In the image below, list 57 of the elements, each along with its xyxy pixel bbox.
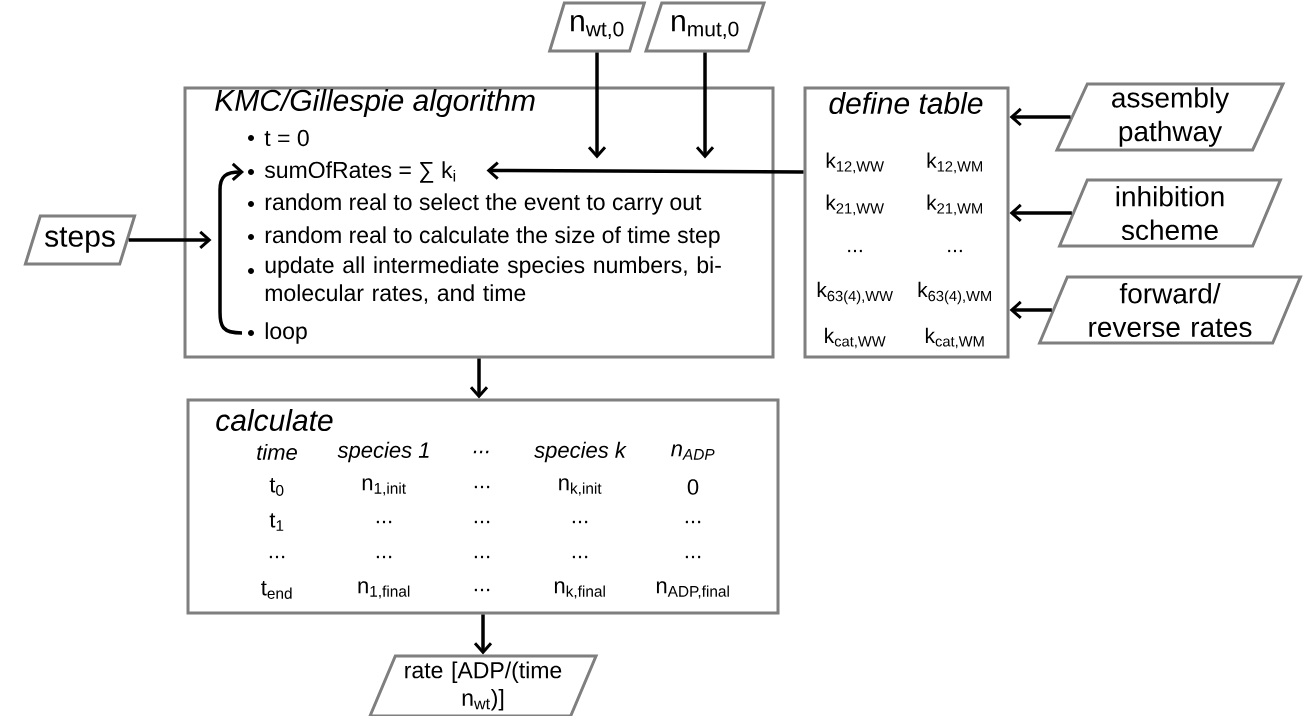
table-cell: ... — [474, 485, 490, 489]
arrow — [587, 52, 607, 159]
table-cell: k$_{21,WM}$ — [927, 194, 982, 216]
column-header: species k — [534, 441, 627, 463]
table-cell: k$_{21,WW}$ — [826, 194, 884, 216]
bullet-item: loop — [265, 322, 307, 344]
column-header: n$_{ADP}$ — [671, 444, 715, 460]
table-cell: k$_{63(4),WM}$ — [918, 281, 991, 305]
table-cell: t$_{1}$ — [269, 513, 284, 531]
table-cell: n$_{k,final}$ — [554, 581, 605, 599]
table-cell: n$_{1,init}$ — [362, 478, 406, 496]
bullet-item: random real to calculate the size of time step — [265, 226, 720, 248]
table-cell: k$_{cat,WM}$ — [925, 327, 984, 349]
arrow — [1009, 300, 1052, 320]
column-header: species 1 — [337, 441, 429, 463]
bullet-item: t = 0 — [264, 129, 309, 147]
arrow — [469, 358, 489, 399]
column-header: ... — [473, 450, 489, 454]
table-cell: ... — [685, 555, 701, 559]
table-cell: t$_{end}$ — [261, 581, 292, 599]
table-cell: ... — [948, 249, 962, 253]
arrow — [486, 161, 804, 180]
table-cell: k$_{cat,WW}$ — [825, 327, 886, 349]
box-title: define table — [829, 91, 983, 114]
column-header: time — [257, 443, 297, 461]
arrow — [473, 614, 493, 655]
table-cell: n$_{k,init}$ — [559, 478, 602, 496]
table-cell: ... — [572, 520, 588, 524]
table-cell: k$_{12,WW}$ — [826, 152, 884, 174]
table-cell: 0 — [687, 479, 699, 495]
table-cell: ... — [269, 555, 285, 559]
bullet-item: update all intermediate species numbers, bi-molecular rates, and time — [265, 256, 721, 304]
table-cell: ... — [376, 555, 392, 559]
table-cell: k$_{12,WM}$ — [927, 152, 982, 174]
calculation-box — [186, 398, 780, 615]
table-box — [803, 86, 1010, 359]
table-cell: k$_{63(4),WW}$ — [817, 281, 893, 305]
table-cell: ... — [848, 249, 862, 253]
bullet-item: sumOfRates = ∑ k$_{i}$ — [264, 161, 456, 183]
arrow — [1009, 107, 1071, 127]
table-cell: ... — [572, 555, 588, 559]
bullet-item: random real to select the event to carry out — [265, 193, 702, 215]
table-cell: t$_{0}$ — [269, 478, 284, 496]
table-cell: ... — [376, 520, 392, 524]
input-parallelogram: steps — [23, 214, 137, 266]
box-title: KMC/Gillespie algorithm — [215, 89, 535, 117]
table-cell: ... — [474, 520, 490, 524]
box-title: calculate — [216, 408, 333, 431]
arrow — [128, 230, 212, 250]
table-cell: ... — [685, 520, 701, 524]
table-cell: ... — [474, 588, 490, 592]
table-cell: n$_{1,final}$ — [358, 581, 410, 599]
algorithm-box — [183, 86, 775, 359]
table-cell: ... — [474, 555, 490, 559]
table-cell: n$_{ADP,final}$ — [656, 581, 729, 599]
arrow — [1009, 203, 1072, 223]
arrow — [695, 52, 715, 159]
